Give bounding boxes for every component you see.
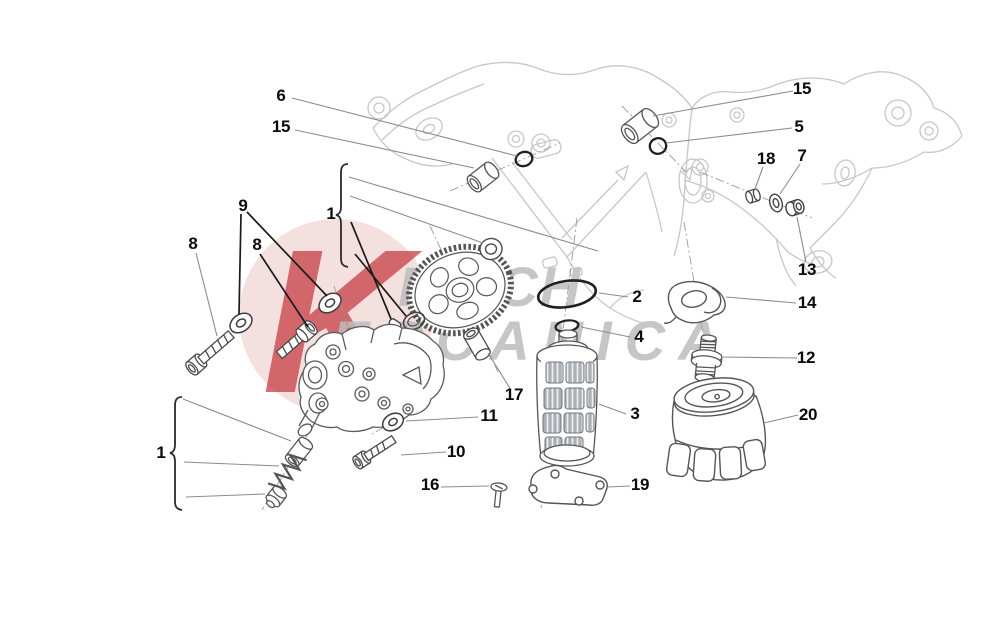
oring-5 [648,137,668,155]
leader-line-14 [725,296,797,304]
leader-line-17 [487,352,512,391]
engine-case-outline [367,61,963,327]
group-brackets [169,163,349,511]
leader-line-8-left [195,252,218,337]
leader-line-1a-3 [350,221,392,320]
leader-line-11 [405,416,479,422]
gear-end-washer [479,237,503,261]
leader-line-1b-2 [183,461,280,467]
leader-line-18 [754,166,764,190]
leader-line-9-right [246,211,328,297]
mesh-filter-3 [536,329,598,467]
leader-line-15-left [294,129,475,169]
washer-11 [381,412,405,432]
screw-13 [785,198,805,217]
bolt-8-right [275,320,318,360]
dowel-bushing-left [466,161,500,193]
retaining-plate-14 [663,280,726,324]
bolt-10 [352,434,397,470]
leader-line-1a-2 [349,195,484,244]
oring-6 [514,150,534,168]
oil-pump-gear [406,243,514,337]
relief-valve-seat [265,485,288,509]
leader-line-2 [598,292,629,298]
leader-line-13 [796,216,807,263]
leader-line-1a-4 [354,253,407,317]
leader-line-4 [580,326,631,338]
circlip [402,311,426,331]
leader-lines-thin [182,90,807,498]
leader-line-1b-3 [185,493,266,498]
relief-valve-spring [267,453,307,491]
oring-2 [536,279,598,309]
bracket-group-1-lower [169,396,183,511]
washer-9-left [229,312,253,334]
leader-lines-dark [238,211,407,328]
dowel-bushing-right [620,107,660,145]
oil-pump-body [297,323,445,437]
leader-line-6 [291,97,518,157]
leader-line-7 [779,163,801,195]
cover-gasket-19 [528,464,608,506]
leader-line-3 [598,403,627,415]
leader-line-8-right [259,253,309,328]
screw-16 [490,482,508,508]
leader-line-9-left [238,213,242,315]
bolt-8-left [185,329,235,376]
washer-9-right [318,292,342,314]
washer-7 [768,193,784,213]
union-fitting-12 [690,334,723,383]
leader-line-1b-1 [182,398,292,442]
leader-line-16 [440,485,490,488]
plug-18 [745,188,761,204]
leader-line-10 [400,451,447,456]
oil-filter-canister-20 [665,377,767,482]
leader-line-5 [665,127,793,144]
spacer-bushing-17 [463,327,491,361]
leader-line-19 [607,485,631,488]
leader-line-12 [722,356,798,359]
leader-line-1a-1 [348,176,599,252]
bracket-group-1-upper [335,163,349,268]
leader-line-20 [763,414,799,424]
leader-line-15-right [652,90,794,117]
